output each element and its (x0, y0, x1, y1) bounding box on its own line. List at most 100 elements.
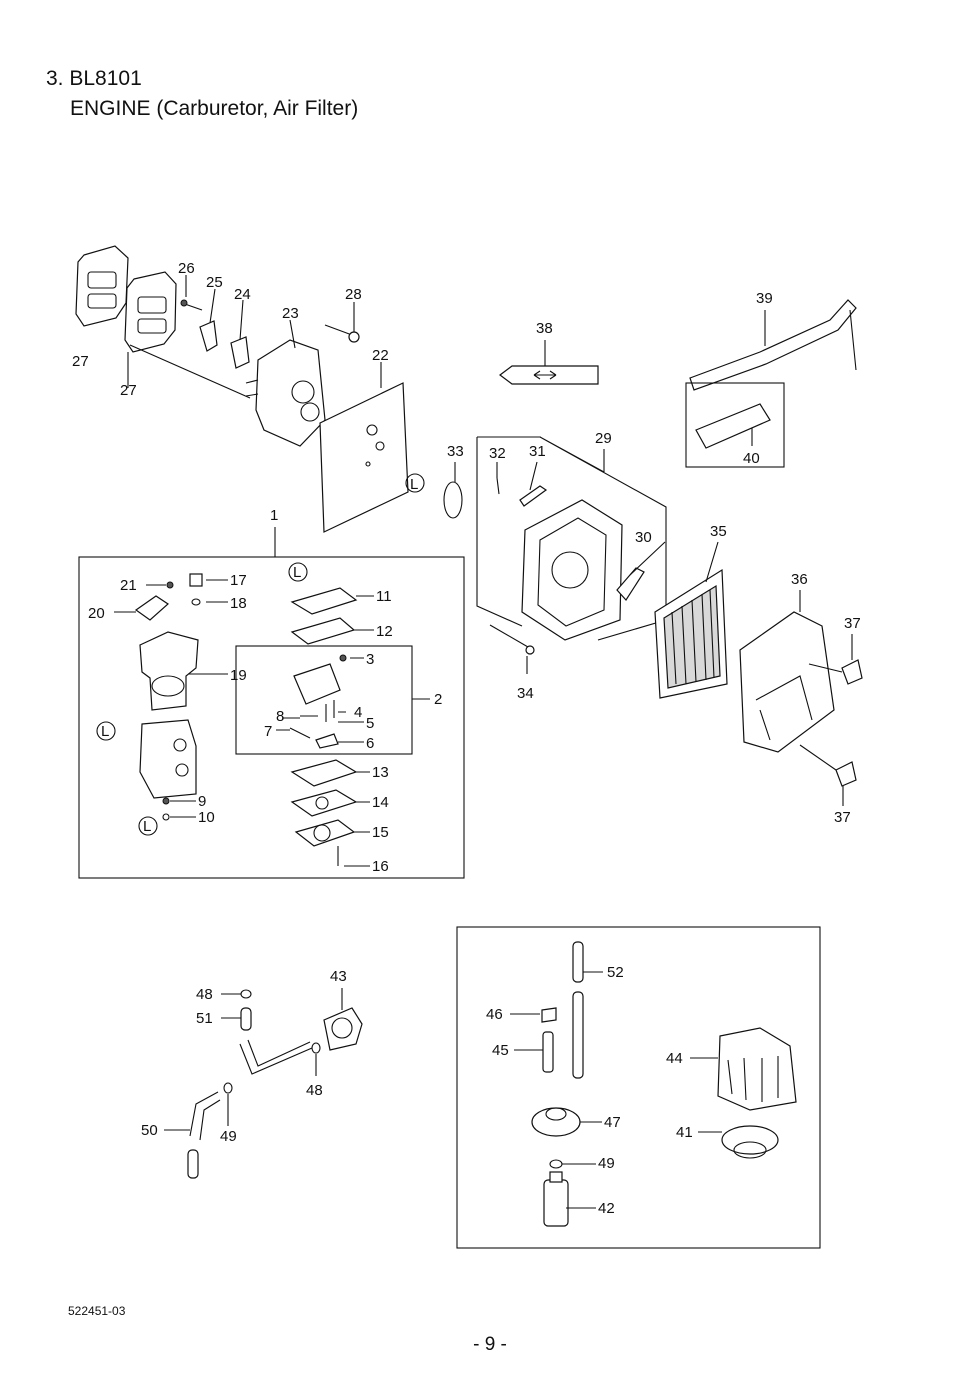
callout-37-bottom: 37 (834, 809, 851, 826)
fuel-tank-parts-frame (456, 926, 821, 1249)
callout-22: 22 (372, 347, 389, 364)
cover-15 (294, 819, 356, 847)
carburetor-assembly-frame (78, 556, 465, 879)
ring-49-right (549, 1159, 563, 1169)
callout-21: 21 (120, 577, 137, 594)
ref-marker-top: L (410, 476, 418, 493)
carburetor-body-assembly (139, 631, 199, 711)
callout-20: 20 (88, 605, 105, 622)
callout-27-rear: 27 (72, 353, 89, 370)
insulator-23 (245, 339, 326, 447)
filter-42 (543, 1171, 569, 1227)
callout-43: 43 (330, 968, 347, 985)
ref-marker-carb-top: L (293, 564, 301, 581)
callout-10: 10 (198, 809, 215, 826)
callout-39: 39 (756, 290, 773, 307)
callout-33: 33 (447, 443, 464, 460)
callout-47: 47 (604, 1114, 621, 1131)
bracket-30 (616, 567, 645, 601)
ref-marker-carb-bottom: L (143, 818, 151, 835)
cap-10 (162, 813, 170, 821)
diaphragm-14 (290, 789, 358, 817)
screw-32 (496, 477, 500, 495)
callout-8: 8 (276, 708, 284, 725)
plate-25 (199, 320, 218, 352)
callout-49-left: 49 (220, 1128, 237, 1145)
tank-cap-44 (717, 1027, 797, 1111)
callout-9: 9 (198, 793, 206, 810)
cover-36 (739, 611, 835, 753)
callout-7: 7 (264, 723, 272, 740)
callout-49-right: 49 (598, 1155, 615, 1172)
gasket-41 (721, 1125, 779, 1159)
callout-5: 5 (366, 715, 374, 732)
knob-17 (189, 573, 203, 587)
knob-37-bottom (835, 761, 857, 787)
callout-48-bottom: 48 (306, 1082, 323, 1099)
gasket-27-rear (75, 245, 129, 327)
hose-52 (572, 941, 584, 1079)
callout-26: 26 (178, 260, 195, 277)
callout-52: 52 (607, 964, 624, 981)
callout-2: 2 (434, 691, 442, 708)
callout-30: 30 (635, 529, 652, 546)
callout-3: 3 (366, 651, 374, 668)
callout-46: 46 (486, 1006, 503, 1023)
screw-26 (180, 299, 203, 311)
hose-elbow (239, 1039, 313, 1075)
ring-48-mid (311, 1042, 321, 1054)
callout-12: 12 (376, 623, 393, 640)
callout-16: 16 (372, 858, 389, 875)
callout-42: 42 (598, 1200, 615, 1217)
section-heading: ENGINE (Carburetor, Air Filter) (70, 97, 359, 120)
callout-36: 36 (791, 571, 808, 588)
callout-28: 28 (345, 286, 362, 303)
lever-20 (134, 595, 169, 621)
callout-15: 15 (372, 824, 389, 841)
callout-38: 38 (536, 320, 553, 337)
callout-48-top: 48 (196, 986, 213, 1003)
joint-45 (542, 1031, 554, 1073)
washer-18 (191, 598, 201, 606)
carburetor-housing (139, 719, 197, 799)
callout-1: 1 (270, 507, 278, 524)
callout-44: 44 (666, 1050, 683, 1067)
callout-27-front: 27 (120, 382, 137, 399)
callout-29: 29 (595, 430, 612, 447)
screw-21 (166, 581, 174, 589)
callout-23: 23 (282, 305, 299, 322)
callout-18: 18 (230, 595, 247, 612)
callout-45: 45 (492, 1042, 509, 1059)
model-heading: 3. BL8101 (46, 67, 142, 90)
hose-39 (689, 299, 857, 391)
element-35 (654, 568, 728, 699)
callout-4: 4 (354, 704, 362, 721)
diaphragm-13 (290, 759, 358, 787)
callout-6: 6 (366, 735, 374, 752)
pin-7 (289, 727, 311, 739)
callout-31: 31 (529, 443, 546, 460)
callout-32: 32 (489, 445, 506, 462)
sleeve-40 (695, 403, 771, 449)
grommet-47 (531, 1107, 581, 1137)
label-38 (499, 365, 599, 385)
callout-17: 17 (230, 572, 247, 589)
plate-24 (230, 336, 250, 369)
filter-base-29 (521, 499, 623, 641)
callout-13: 13 (372, 764, 389, 781)
page-number: - 9 - (473, 1334, 507, 1355)
callout-19: 19 (230, 667, 247, 684)
pump-body-subframe (235, 645, 413, 755)
callout-34: 34 (517, 685, 534, 702)
bolt-34 (489, 624, 535, 655)
callout-11: 11 (376, 588, 392, 605)
callout-labels: 1 2 3 4 5 6 7 8 9 10 11 12 13 14 15 16 1… (72, 260, 861, 1217)
callout-50: 50 (141, 1122, 158, 1139)
gasket-22 (319, 382, 409, 533)
pump-body-3-group (293, 654, 347, 705)
callout-51: 51 (196, 1010, 213, 1027)
ring-49-left (223, 1082, 233, 1094)
callout-37-top: 37 (844, 615, 861, 632)
ref-marker-carb-left: L (101, 723, 109, 740)
gasket-27-front (124, 271, 177, 353)
